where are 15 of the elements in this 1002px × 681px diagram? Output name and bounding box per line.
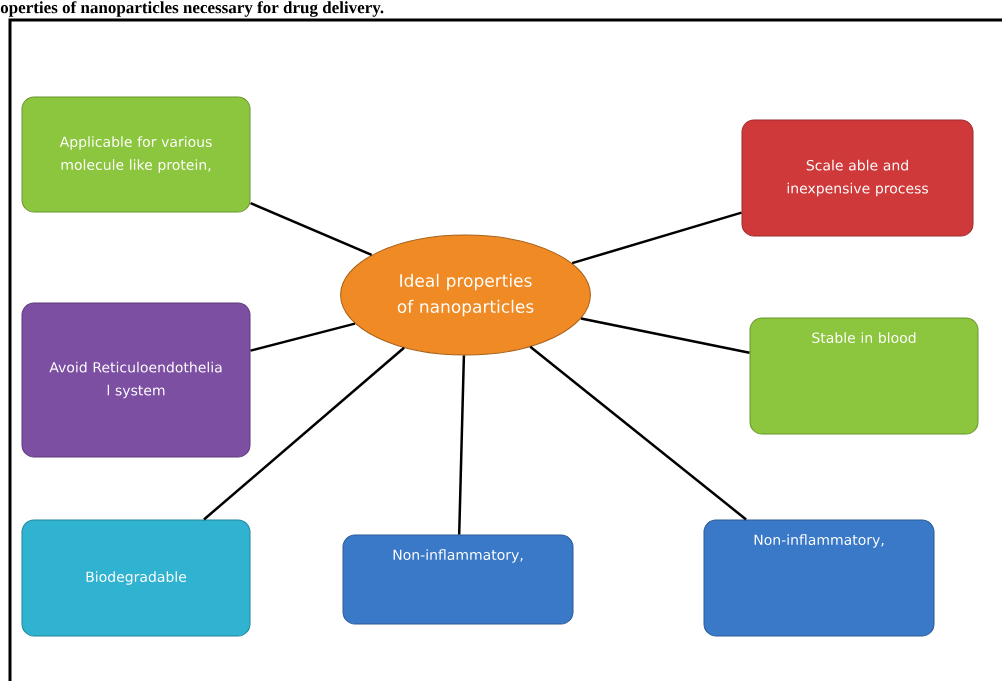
connector-line (457, 355, 466, 535)
property-box: Avoid Reticuloendothelia l system (21, 302, 251, 458)
connector-line (250, 201, 373, 257)
property-box: Stable in blood (749, 317, 979, 435)
property-box: Applicable for various molecule like protein, (21, 96, 251, 213)
connector-line (580, 317, 750, 355)
connector-line (529, 345, 747, 521)
connector-line (571, 211, 742, 265)
property-box: Non-inflammatory, (342, 534, 574, 625)
property-box: Scale able and inexpensive process (741, 119, 974, 237)
connector-line (203, 346, 405, 521)
property-box: Non-inflammatory, (703, 519, 935, 637)
connector-line (250, 322, 356, 352)
property-box: Biodegradable (21, 519, 251, 637)
title: operties of nanoparticles necessary for drug delivery. (0, 1, 384, 17)
